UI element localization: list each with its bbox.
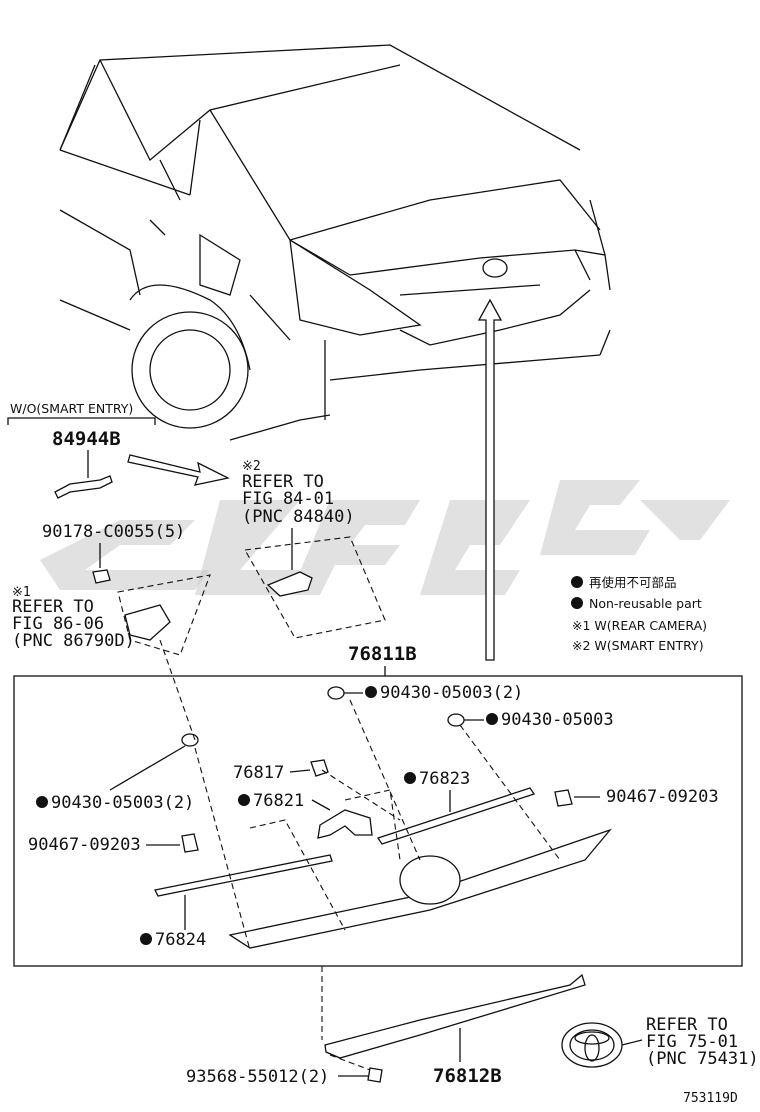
- assembly-box: [13, 675, 743, 967]
- part-90430-2-top: 90430-05003(2): [380, 683, 523, 703]
- car-body: [59, 44, 611, 441]
- clip-76817: [310, 759, 329, 777]
- screw-90467-right: [554, 789, 573, 807]
- part-90178-label: 90178-C0055(5): [42, 522, 185, 542]
- legend-note2: ※2 W(SMART ENTRY): [572, 638, 704, 653]
- note2-mark: ※2: [242, 459, 261, 474]
- moulding-76824: [154, 854, 333, 897]
- refer-to-c: REFER TO: [646, 1015, 728, 1035]
- bracket-76821: [317, 809, 373, 839]
- moulding-76823: [376, 787, 536, 845]
- refer-arrow: [127, 454, 230, 486]
- fig-84-01: FIG 84-01: [242, 489, 334, 509]
- legend-item2: Non-reusable part: [589, 596, 702, 611]
- harness-84944b: [54, 475, 113, 499]
- part-76821-label: 76821: [253, 791, 304, 811]
- emblem-mount: [399, 855, 461, 905]
- watermark: [40, 480, 730, 595]
- note1-mark: ※1: [12, 585, 31, 600]
- part-76812b-label: 76812B: [433, 1065, 502, 1087]
- legend: 再使用不可部品 Non-reusable part ※1 W(REAR CAME…: [571, 575, 707, 653]
- screw-93568: [367, 1067, 383, 1083]
- location-arrow: [477, 298, 503, 661]
- part-90178-group: 90178-C0055(5): [42, 522, 185, 584]
- smart-entry-switch: [266, 571, 313, 597]
- legend-item1: 再使用不可部品: [589, 575, 677, 590]
- note2-refer: ※2 REFER TO FIG 84-01 (PNC 84840): [242, 459, 386, 639]
- fig-86-06: FIG 86-06: [12, 614, 104, 634]
- screw-90467-left: [181, 833, 199, 853]
- pnc-84840: (PNC 84840): [242, 507, 355, 527]
- part-93568-label: 93568-55012(2): [186, 1067, 329, 1087]
- emblem-group: REFER TO FIG 75-01 (PNC 75431): [561, 1015, 759, 1069]
- part-93568-group: 93568-55012(2): [186, 1054, 383, 1087]
- leader-dash-1: [159, 639, 196, 741]
- assembly-contents: 90430-05003(2) 90430-05003 76817 76823 9…: [28, 683, 719, 951]
- pnc-86790d: (PNC 86790D): [12, 631, 135, 651]
- part-84944b-label: 84944B: [52, 428, 121, 450]
- clip-90178: [92, 569, 111, 584]
- part-90467-right: 90467-09203: [606, 787, 719, 807]
- refer-to-b: REFER TO: [12, 597, 94, 617]
- diagram-id: 753119D: [683, 1091, 738, 1106]
- part-76824-label: 76824: [155, 930, 206, 950]
- note1-refer: ※1 REFER TO FIG 86-06 (PNC 86790D): [12, 574, 211, 656]
- part-90467-left: 90467-09203: [28, 835, 141, 855]
- legend-note1: ※1 W(REAR CAMERA): [572, 618, 707, 633]
- part-76823-label: 76823: [419, 769, 470, 789]
- part-90430-single: 90430-05003: [501, 710, 614, 730]
- wo-smart-entry-bracket: W/O(SMART ENTRY): [7, 401, 156, 425]
- wo-smart-entry-label: W/O(SMART ENTRY): [10, 401, 133, 416]
- part-76812b-group: 76812B: [324, 973, 586, 1087]
- part-76817-label: 76817: [233, 763, 284, 783]
- part-90430-2-left: 90430-05003(2): [51, 793, 194, 813]
- fig-75-01: FIG 75-01: [646, 1032, 738, 1052]
- garnish-76812b: [324, 973, 586, 1059]
- refer-to-a: REFER TO: [242, 472, 324, 492]
- part-84944b-group: 84944B: [52, 428, 121, 499]
- part-76811b-label: 76811B: [348, 643, 417, 665]
- rear-camera: [124, 604, 171, 641]
- pnc-75431: (PNC 75431): [646, 1049, 759, 1069]
